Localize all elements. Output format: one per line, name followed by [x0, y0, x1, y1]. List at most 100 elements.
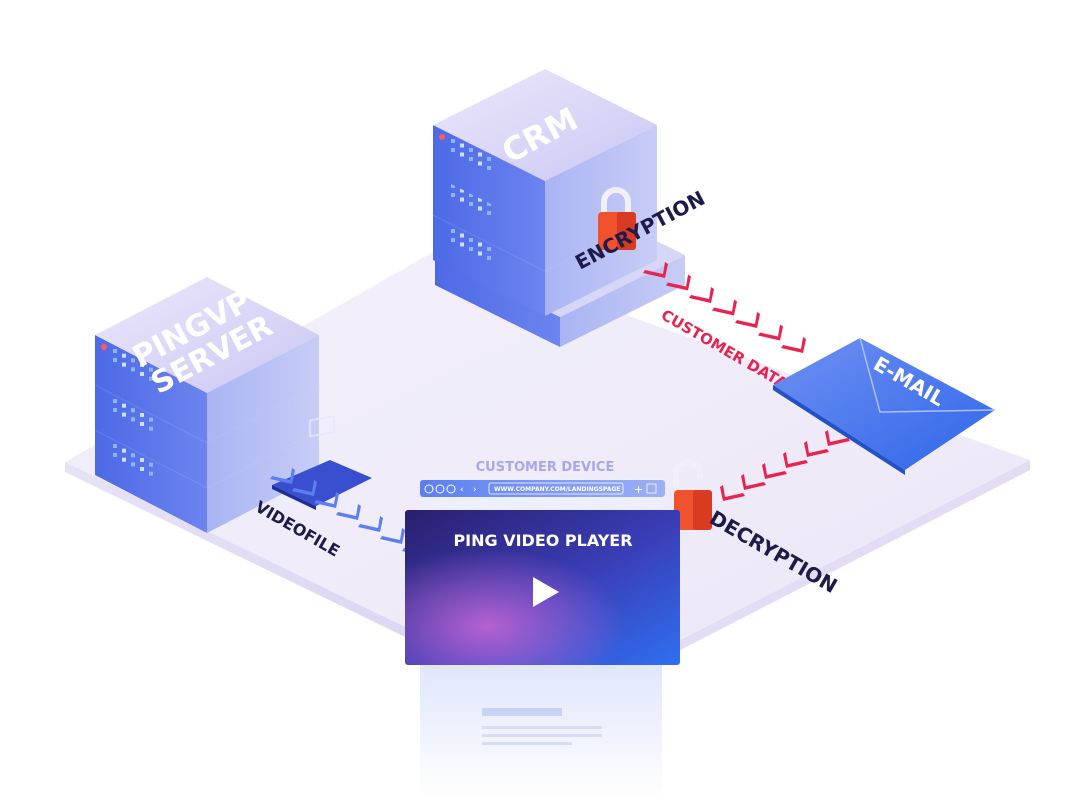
arrow-chevron-icon	[762, 463, 787, 479]
server-led-icon	[469, 202, 473, 206]
server-led-icon	[131, 408, 135, 413]
server-led-icon	[478, 242, 482, 247]
server-right-face	[207, 385, 319, 488]
server-led-icon	[451, 148, 455, 152]
server-led-icon	[478, 197, 482, 202]
server-right-face	[207, 335, 319, 443]
decryption-arrows	[720, 430, 850, 501]
server-led-icon	[113, 358, 117, 362]
arrow-chevron-icon	[314, 492, 339, 508]
arrow-chevron-icon	[270, 468, 295, 484]
server-led-icon	[122, 412, 126, 417]
server-left-face	[433, 215, 545, 316]
window-dot-icon	[435, 484, 445, 494]
server-led-icon	[149, 376, 153, 381]
arrow-chevron-icon	[741, 474, 766, 490]
server-led-icon	[149, 462, 153, 467]
arrow-chevron-icon	[643, 262, 668, 278]
url-text: WWW.COMPANY.COM/LANDINGSPAGE	[494, 486, 620, 493]
customer-data-arrows	[643, 262, 806, 353]
server-left-face	[95, 430, 207, 533]
server-led-icon	[469, 193, 473, 197]
server-led-icon	[113, 408, 117, 412]
arrow-chevron-icon	[336, 504, 361, 520]
server-left-face	[433, 170, 545, 271]
back-icon[interactable]: ‹	[460, 485, 464, 495]
arrow-chevron-icon	[781, 337, 806, 353]
server-led-icon	[122, 457, 126, 462]
server-led-icon	[487, 202, 491, 206]
server-led-icon	[149, 426, 153, 431]
server-led-icon	[469, 157, 473, 161]
server-led-icon	[469, 247, 473, 251]
email-envelope-icon	[773, 337, 996, 475]
server-led-icon	[140, 457, 144, 462]
server-led-icon	[451, 229, 455, 233]
server-led-icon	[140, 466, 144, 471]
server-led-icon	[460, 233, 464, 238]
power-led-icon	[101, 344, 107, 350]
window-dot-icon	[446, 484, 456, 494]
new-tab-icon[interactable]: +	[634, 483, 643, 496]
arrow-chevron-icon	[825, 430, 850, 446]
server-right-face	[560, 255, 685, 347]
server-led-icon	[478, 251, 482, 256]
server-led-icon	[140, 362, 144, 367]
server-led-icon	[451, 238, 455, 242]
pingvp-server	[95, 277, 319, 533]
server-led-icon	[460, 242, 464, 247]
server-led-icon	[122, 353, 126, 358]
videofile-icon	[272, 415, 372, 510]
server-left-face	[95, 335, 207, 443]
arrow-chevron-icon	[758, 324, 783, 341]
server-led-icon	[460, 143, 464, 148]
server-left-face	[433, 125, 545, 231]
server-led-icon	[131, 358, 135, 363]
server-led-icon	[149, 367, 153, 372]
server-led-icon	[149, 417, 153, 422]
arrow-chevron-icon	[735, 312, 760, 328]
server-left-face	[435, 255, 560, 347]
server-led-icon	[122, 362, 126, 367]
arrow-chevron-icon	[712, 299, 737, 316]
server-led-icon	[140, 421, 144, 426]
tabs-icon[interactable]	[646, 483, 657, 494]
device-page-shadow	[420, 660, 662, 799]
server-right-face	[545, 125, 657, 231]
server-led-icon	[113, 399, 117, 403]
server-led-icon	[487, 247, 491, 251]
browser-toolbar	[420, 480, 665, 497]
server-led-icon	[140, 412, 144, 417]
server-led-icon	[487, 166, 491, 170]
server-led-icon	[131, 453, 135, 458]
arrow-chevron-icon	[783, 452, 808, 468]
window-dot-icon	[424, 484, 434, 494]
server-led-icon	[113, 349, 117, 353]
server-led-icon	[140, 371, 144, 376]
customer-device-label: CUSTOMER DEVICE	[476, 460, 615, 475]
power-led-icon	[439, 134, 445, 140]
server-led-icon	[478, 206, 482, 211]
server-led-icon	[469, 148, 473, 152]
server-led-icon	[487, 256, 491, 260]
forward-icon[interactable]: ›	[473, 485, 477, 495]
server-led-icon	[131, 417, 135, 422]
decryption-lock-icon	[673, 459, 712, 530]
arrow-chevron-icon	[804, 441, 829, 457]
server-led-icon	[113, 444, 117, 448]
server-led-icon	[122, 448, 126, 453]
arrow-chevron-icon	[380, 528, 405, 544]
server-right-face	[207, 430, 319, 533]
server-led-icon	[460, 197, 464, 202]
server-led-icon	[149, 471, 153, 476]
url-bar[interactable]	[488, 482, 624, 495]
server-top-face	[433, 69, 657, 181]
video-player[interactable]: PING VIDEO PLAYER	[405, 510, 680, 665]
server-led-icon	[451, 139, 455, 143]
server-led-icon	[460, 152, 464, 157]
browser-window: ‹ › WWW.COMPANY.COM/LANDINGSPAGE +	[420, 478, 665, 508]
arrow-chevron-icon	[689, 287, 714, 303]
play-icon[interactable]	[533, 577, 559, 607]
server-led-icon	[487, 211, 491, 215]
